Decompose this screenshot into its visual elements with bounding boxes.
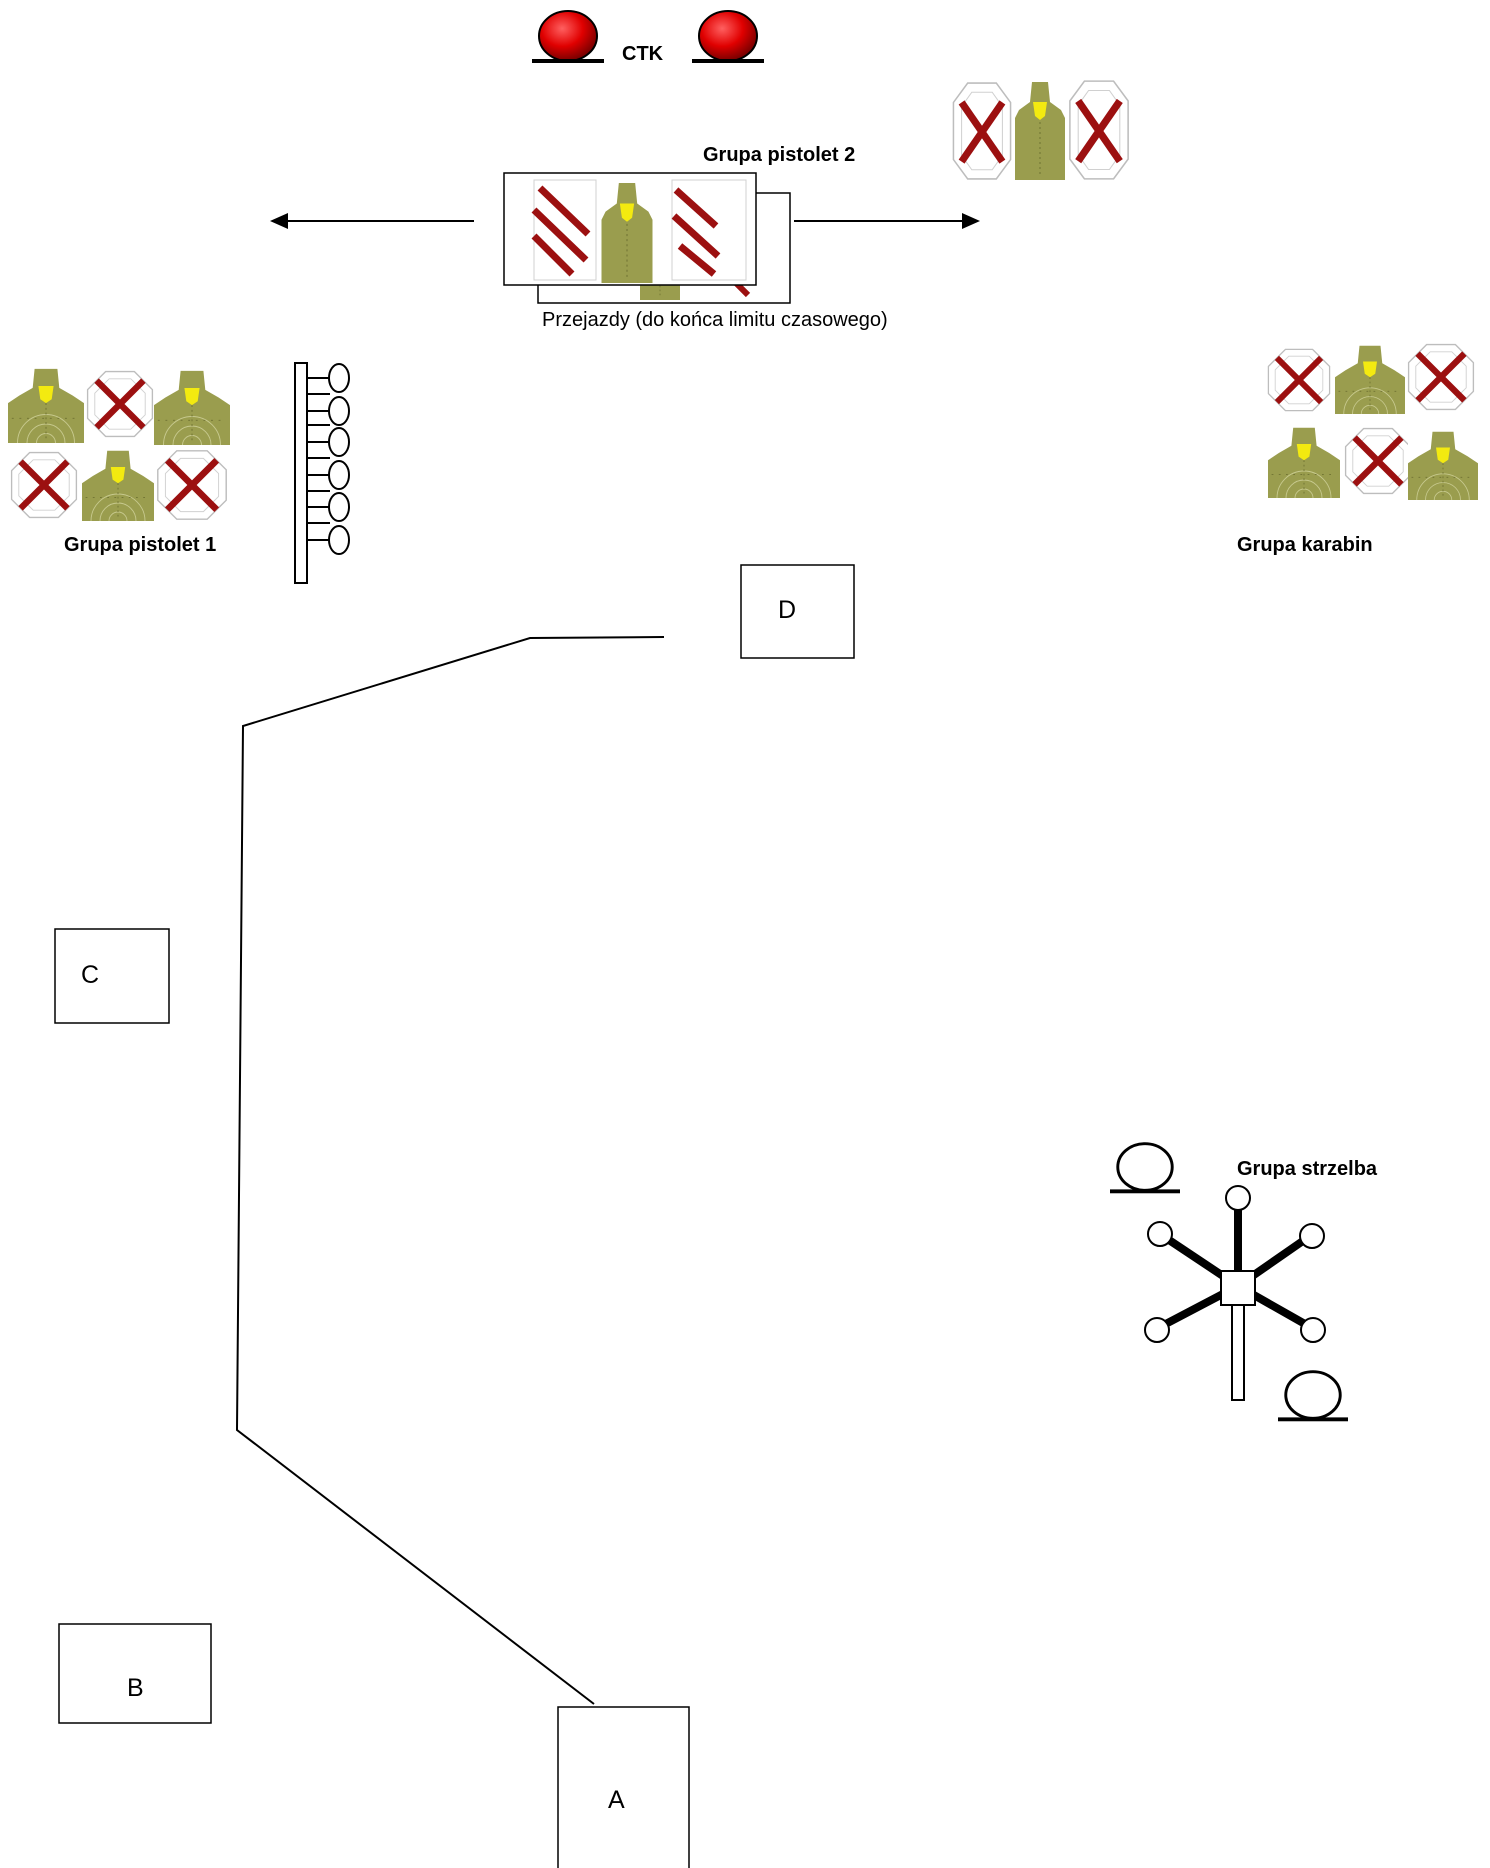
silhouette-target-icon (154, 368, 230, 446)
pistol-2-label: Grupa pistolet 2 (703, 144, 855, 166)
pistol-1-label: Grupa pistolet 1 (64, 534, 216, 556)
no-shoot-target-icon (154, 447, 230, 523)
shooting-box-c: C (54, 928, 170, 1024)
przejazdy-label: Przejazdy (do końca limitu czasowego) (542, 309, 888, 331)
no-shoot-target-icon (1070, 81, 1128, 179)
rifle-label: Grupa karabin (1237, 534, 1373, 556)
top-right-targets (953, 81, 1128, 180)
box-c-label: C (81, 961, 99, 989)
popper-icon (1278, 1370, 1348, 1423)
rifle-group: Grupa karabin (1237, 341, 1478, 556)
texas-star-icon (1144, 1185, 1326, 1401)
fault-line (235, 636, 665, 1705)
no-shoot-target-icon (671, 179, 747, 281)
pistol-1-group: Grupa pistolet 1 (8, 367, 230, 556)
silhouette-target-icon (1408, 429, 1478, 501)
ctk-label: CTK (622, 43, 664, 65)
silhouette-target-icon (8, 366, 84, 444)
shooting-box-a: A (557, 1706, 690, 1868)
red-popper-icon (692, 9, 764, 65)
pistol-2-group: Grupa pistolet 2 Przejazdy (do końca lim… (270, 144, 980, 331)
no-shoot-target-icon (1265, 346, 1333, 414)
no-shoot-target-icon (84, 368, 156, 440)
arrow-right-icon (962, 213, 980, 229)
box-d-label: D (778, 596, 796, 624)
ctk-group: CTK (532, 9, 764, 65)
box-a-label: A (608, 1786, 625, 1814)
arrow-left-icon (270, 213, 288, 229)
silhouette-target-icon (1014, 81, 1066, 180)
red-popper-icon (532, 9, 604, 65)
shooting-box-b: B (58, 1623, 212, 1724)
popper-icon (1110, 1142, 1180, 1195)
no-shoot-target-icon (8, 449, 80, 521)
plate-rack-icon (294, 362, 350, 584)
silhouette-target-icon (1268, 425, 1340, 499)
shotgun-group: Grupa strzelba (1110, 1142, 1378, 1423)
box-b-label: B (127, 1674, 144, 1702)
shooting-box-d: D (740, 564, 855, 659)
no-shoot-target-icon (953, 83, 1010, 179)
silhouette-target-icon (82, 448, 154, 522)
shotgun-label: Grupa strzelba (1237, 1158, 1378, 1180)
no-shoot-target-icon (1342, 425, 1414, 497)
no-shoot-target-icon (1405, 341, 1477, 413)
no-shoot-target-icon (531, 179, 597, 281)
silhouette-target-icon (1335, 343, 1405, 415)
